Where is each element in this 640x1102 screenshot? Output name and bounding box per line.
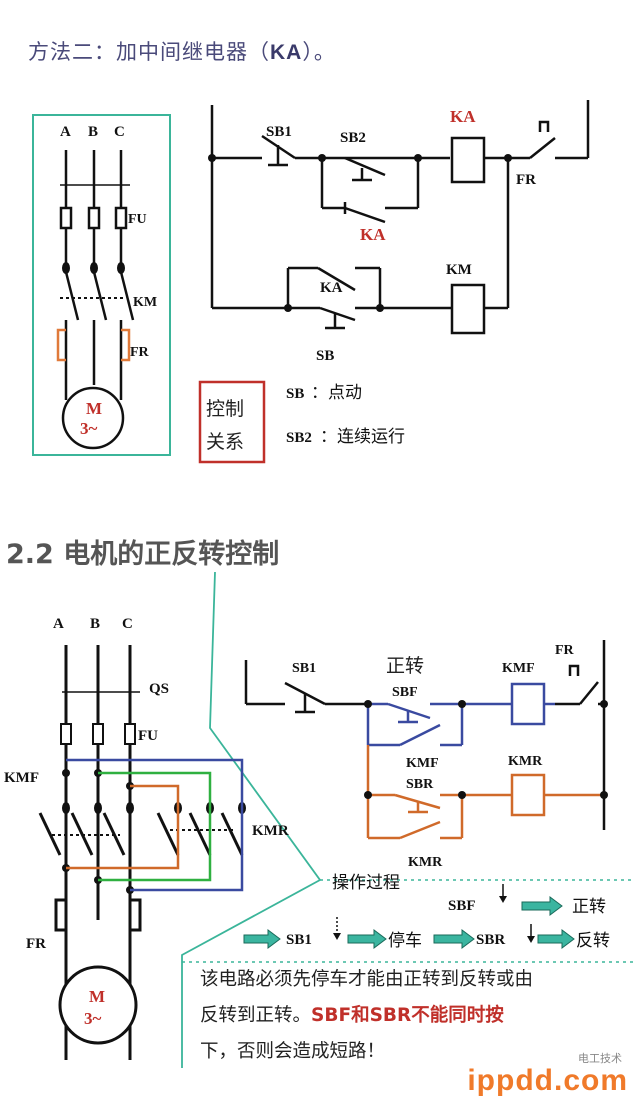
phase-b-2: B [90,616,100,632]
phase-b-1: B [88,124,98,140]
note-line-2: 反转到正转。SBF和SBR不能同时按 [200,998,620,1034]
cross-wire-green [98,771,212,882]
box-label-2: 关系 [206,431,244,453]
control-relation-box [198,380,266,464]
motor-1 [61,386,125,450]
kmf-contact-dots [62,769,246,894]
fr-label-2: FR [26,936,46,952]
sb1-label-2: SB1 [292,661,316,676]
power-circuit-frame-1 [32,114,171,456]
km-coil-label: KM [446,262,472,278]
watermark: ippdd.com [467,1064,628,1097]
phase-c-1: C [114,124,125,140]
legend-key-sb2: SB2 [286,430,312,446]
phase-c-2: C [122,616,133,632]
process-title: 操作过程 [332,873,400,893]
sb2-label-1: SB2 [340,130,366,146]
fu-label-2: FU [138,728,158,744]
box-label-1: 控制 [206,398,244,420]
forward-branch [366,682,555,747]
legend-key-sb: SB [286,386,304,402]
kmr-coil-label: KMR [508,754,543,769]
qs-label: QS [149,681,169,697]
kmf-contact-label: KMF [406,756,439,771]
cross-wire-blue [66,758,244,892]
arrow-to-stop [347,929,387,949]
process-reverse: 反转 [576,931,610,951]
kmr-contact-label: KMR [408,855,443,870]
note-line-2-red: SBF和SBR不能同时按 [311,1005,504,1026]
fr-label-ctrl1: FR [516,172,536,188]
process-stop: 停车 [388,931,422,951]
kmf-coil-label: KMF [502,661,535,676]
sbf-label: SBF [392,685,418,700]
km-label-1: KM [133,295,157,310]
arrow-to-sb1 [243,929,281,949]
control-nodes-2 [364,700,608,799]
kmf-label-power: KMF [4,770,39,786]
arrow-down-sbr [527,924,535,943]
legend-text-sb: ：点动 [311,383,362,403]
motor-1-sub: 3~ [80,419,98,438]
motor-1-label: M [86,399,102,418]
forward-title: 正转 [386,655,424,677]
process-sb1: SB1 [286,932,312,948]
heading1-suffix: ）。 [302,40,336,64]
arrow-to-forward [521,896,563,916]
fr-label-ctrl2: FR [555,643,575,658]
sb-label-1: SB [316,348,334,364]
motor-2-label: M [89,987,105,1006]
process-forward: 正转 [572,897,606,917]
kmr-label-power: KMR [252,823,289,839]
reverse-branch [366,745,604,840]
arrow-down-sbf [499,884,507,903]
arrow-to-reverse [537,929,575,949]
note-line-2-pre: 反转到正转。 [200,1005,312,1026]
legend-text-sb2: ：连续运行 [320,427,405,447]
ka-contact2-label: KA [320,280,343,296]
motor-2-sub: 3~ [84,1009,102,1028]
warning-note: 该电路必须先停车才能由正转到反转或由 反转到正转。SBF和SBR不能同时按 下，… [200,962,620,1070]
section1-heading: 方法二：加中间继电器（KA）。 [28,36,336,66]
power-circuit-1 [59,150,135,400]
heading1-ka: KA [270,41,303,64]
control-circuit-1 [210,100,590,335]
process-sbf: SBF [448,898,476,914]
fuses-2 [60,723,136,745]
phase-a-2: A [53,616,64,632]
km-contact-dots [62,262,125,274]
sbr-label: SBR [406,777,434,792]
ka-contact-label: KA [360,225,386,244]
heading1-prefix: 方法二：加中间继电器（ [28,40,270,64]
fr-heater-1 [56,328,131,362]
phase-a-1: A [60,124,71,140]
note-line-1: 该电路必须先停车才能由正转到反转或由 [200,969,534,990]
cross-wire-orange [66,784,180,870]
section2-heading: 2.2 电机的正反转控制 [6,539,280,570]
fu-label-1: FU [128,212,147,227]
arrow-down-sb1 [333,917,341,940]
control-nodes-1 [208,154,512,312]
watermark-small: 电工技术 [578,1052,622,1065]
motor-2 [58,965,138,1045]
arrow-to-sbr [433,929,475,949]
note-line-3: 下，否则会造成短路！ [200,1041,386,1062]
sb1-label-1: SB1 [266,124,292,140]
fr-label-1: FR [130,345,150,360]
ka-coil-label: KA [450,107,476,126]
process-sbr: SBR [476,932,505,948]
